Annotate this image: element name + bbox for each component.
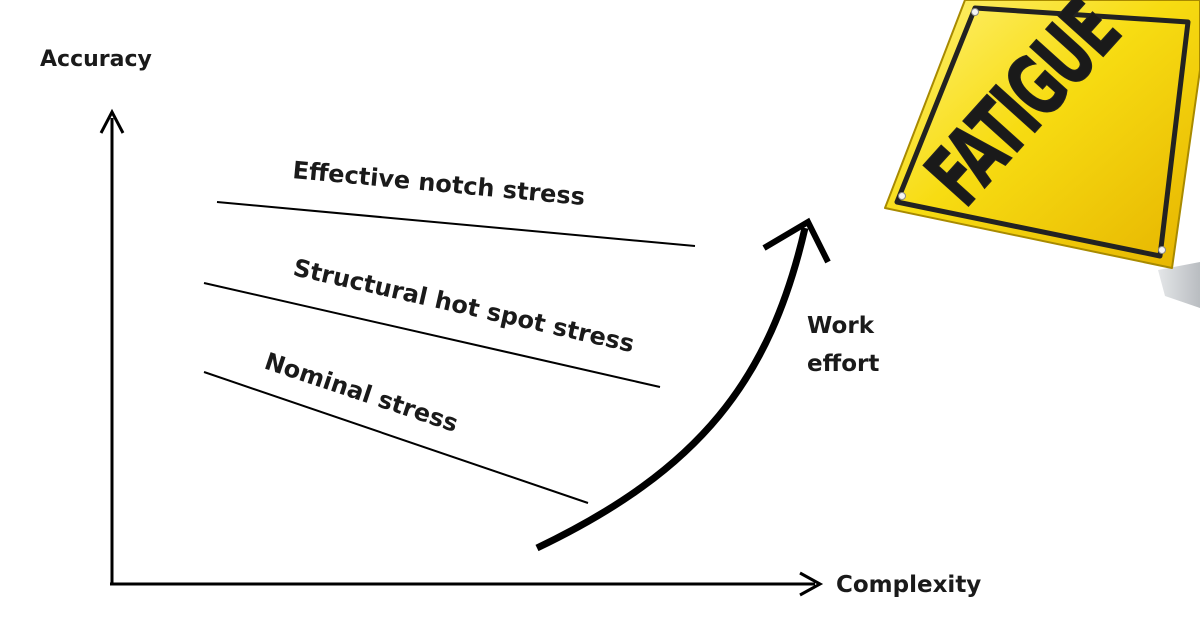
x-axis-arrowhead	[799, 571, 824, 597]
method-nominal: Nominal stress	[203, 347, 589, 504]
y-axis	[99, 108, 125, 585]
method-label: Effective notch stress	[291, 156, 586, 211]
work-effort-arrow	[535, 217, 831, 552]
y-axis-arrowhead	[99, 108, 125, 134]
work-effort-label-line1: Work	[807, 313, 875, 339]
method-line	[203, 371, 589, 504]
fatigue-sign: FATIGUE	[884, 0, 1200, 308]
method-effective-notch: Effective notch stress	[216, 156, 696, 247]
sign-rivet	[1158, 246, 1166, 254]
sign-border	[894, 5, 1191, 259]
method-line	[203, 282, 661, 388]
work-effort-curve	[535, 227, 809, 552]
sign-rivet	[971, 8, 979, 16]
work-effort-label-line2: effort	[807, 351, 879, 377]
method-label: Nominal stress	[261, 347, 462, 438]
sign-rivet	[898, 192, 906, 200]
x-axis	[110, 571, 824, 597]
work-effort-arrowhead	[762, 217, 831, 264]
x-axis-label: Complexity	[836, 572, 981, 598]
method-line	[216, 201, 696, 247]
y-axis-label: Accuracy	[40, 47, 152, 72]
sign-post-shadow	[1158, 262, 1200, 308]
sign-face	[884, 0, 1200, 269]
